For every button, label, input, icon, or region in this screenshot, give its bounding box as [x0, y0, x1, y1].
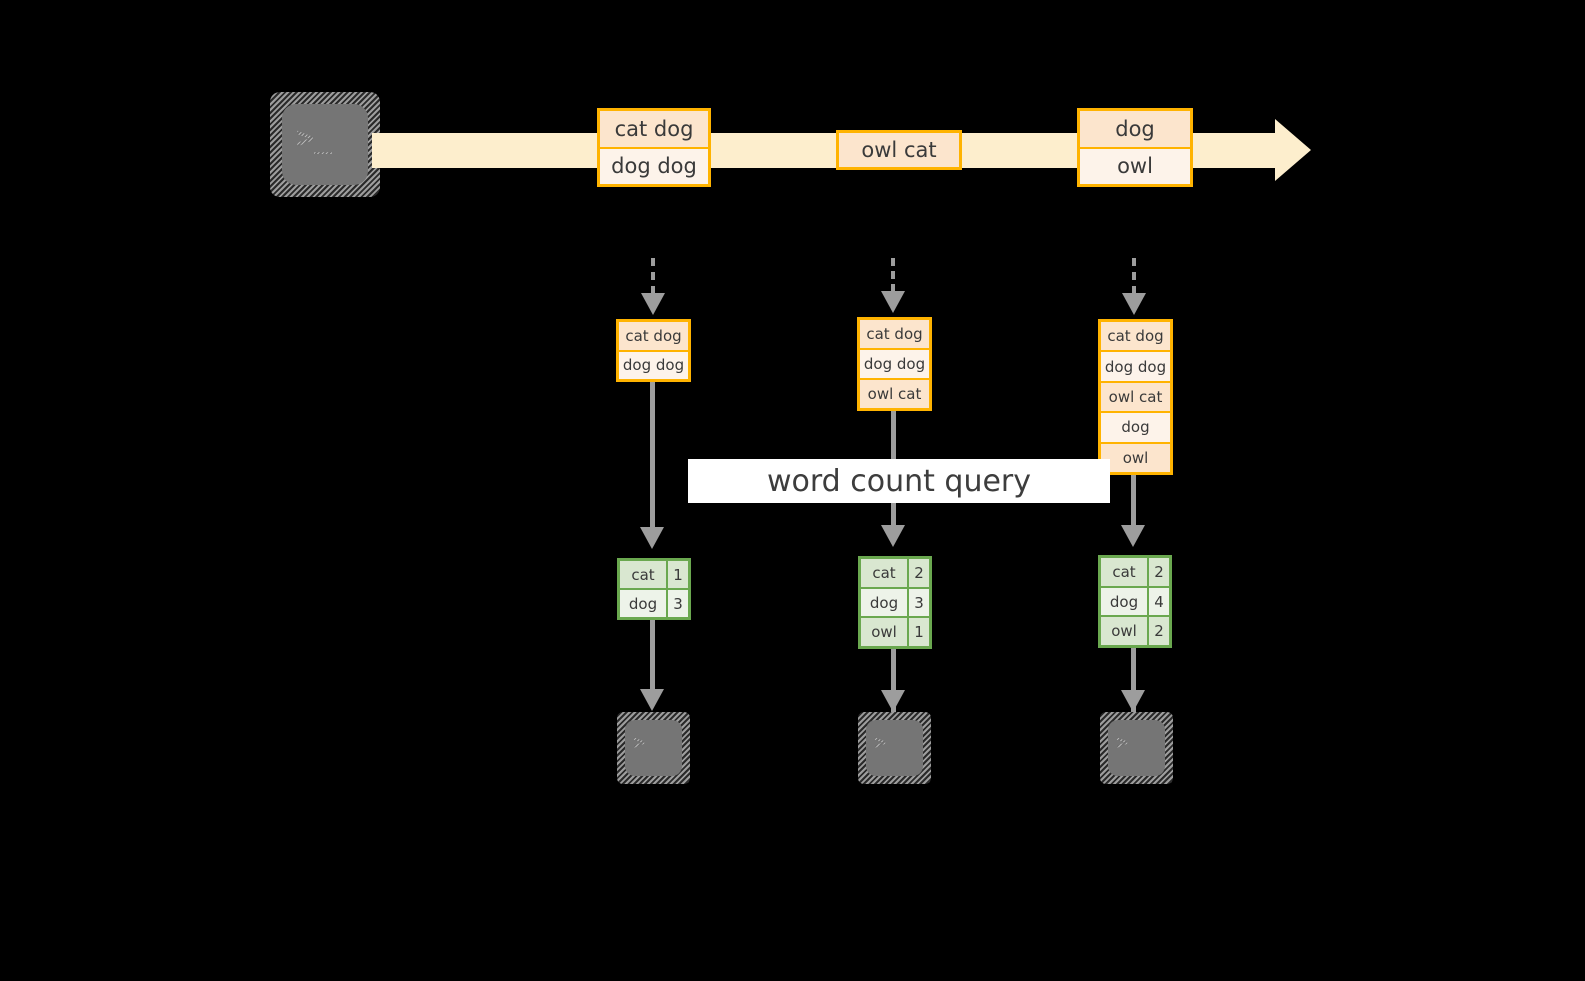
stream-record-line: dog	[1080, 111, 1190, 149]
table-cell-word: dog	[620, 590, 668, 617]
snapshot-1-query-arrowhead	[640, 527, 664, 549]
snapshot-1-sink-arrowhead	[640, 689, 664, 711]
snapshot-2-sink-arrowhead	[881, 690, 905, 712]
snapshot-2-tap-arrowhead	[881, 291, 905, 313]
snapshot-2-result-table: cat 2 dog 3 owl 1	[858, 556, 932, 649]
table-row: owl 2	[1101, 617, 1169, 646]
snapshot-input-line: owl	[1101, 443, 1170, 473]
stream-record-1: cat dog dog dog	[597, 108, 711, 187]
snapshot-2-input-box: cat dog dog dog owl cat	[857, 317, 932, 411]
table-cell-count: 4	[1149, 587, 1169, 616]
snapshot-1-tap-line	[651, 258, 655, 294]
snapshot-3-sink-line	[1131, 648, 1136, 720]
table-cell-word: cat	[861, 559, 909, 587]
table-cell-word: owl	[1101, 617, 1149, 646]
snapshot-input-line: cat dog	[860, 320, 929, 350]
snapshot-input-line: cat dog	[1101, 322, 1170, 353]
snapshot-3-sink-arrowhead	[1121, 690, 1145, 712]
snapshot-3-query-arrowhead	[1121, 525, 1145, 547]
table-cell-count: 1	[914, 623, 924, 642]
terminal-prompt-glyph: >_	[1116, 730, 1141, 754]
stream-record-line: cat dog	[600, 111, 708, 149]
terminal-screen	[282, 104, 368, 185]
snapshot-1-result-table: cat 1 dog 3	[617, 558, 691, 620]
terminal-screen	[625, 720, 682, 776]
snapshot-1-input-box: cat dog dog dog	[616, 319, 691, 382]
table-row: cat 2	[861, 559, 929, 589]
snapshot-input-line: dog	[1101, 413, 1170, 444]
table-cell-word: dog	[861, 588, 909, 617]
table-cell-word: cat	[620, 561, 668, 588]
terminal-prompt-glyph: >_	[296, 121, 333, 156]
stream-record-line: owl	[1080, 148, 1190, 184]
terminal-prompt-glyph: >_	[874, 730, 899, 754]
snapshot-3-result-table: cat 2 dog 4 owl 2	[1098, 555, 1172, 648]
terminal-screen	[1108, 720, 1165, 776]
snapshot-3-sink-terminal-icon: >_	[1100, 712, 1173, 784]
snapshot-input-line: owl cat	[1101, 382, 1170, 414]
table-cell-word: cat	[1101, 558, 1149, 586]
snapshot-3-input-box: cat dog dog dog owl cat dog owl	[1098, 319, 1173, 475]
table-cell-count: 2	[1154, 562, 1164, 581]
table-row: cat 2	[1101, 558, 1169, 588]
table-row: dog 3	[620, 590, 688, 617]
table-row: owl 1	[861, 618, 929, 647]
snapshot-3-query-line	[1131, 475, 1136, 526]
snapshot-1-tap-arrowhead	[641, 293, 665, 315]
source-terminal-icon: >_	[270, 92, 380, 197]
snapshot-1-sink-line	[650, 620, 655, 690]
stream-record-line: owl cat	[839, 133, 959, 167]
snapshot-input-line: cat dog	[619, 322, 688, 352]
table-row: dog 4	[1101, 587, 1169, 618]
table-row: cat 1	[620, 561, 688, 590]
snapshot-2-query-arrowhead	[881, 525, 905, 547]
snapshot-2-sink-line	[891, 649, 896, 719]
snapshot-1-sink-terminal-icon: >_	[617, 712, 690, 784]
table-cell-word: dog	[1101, 587, 1149, 616]
table-cell-count: 2	[1154, 622, 1164, 641]
terminal-screen	[866, 720, 923, 776]
snapshot-input-line: owl cat	[860, 380, 929, 408]
table-cell-word: owl	[861, 618, 909, 647]
snapshot-2-tap-line	[891, 258, 895, 292]
stream-arrow-head	[1275, 119, 1311, 181]
stream-record-2: owl cat	[836, 130, 962, 170]
snapshot-input-line: dog dog	[860, 350, 929, 380]
table-cell-count: 3	[668, 590, 688, 617]
stream-record-3: dog owl	[1077, 108, 1193, 187]
table-cell-count: 3	[909, 588, 929, 617]
snapshot-1-query-line	[650, 382, 655, 528]
snapshot-input-line: dog dog	[1101, 352, 1170, 383]
snapshot-2-sink-terminal-icon: >_	[858, 712, 931, 784]
snapshot-3-tap-line	[1132, 258, 1136, 294]
query-label-band: word count query	[688, 459, 1110, 503]
terminal-prompt-glyph: >_	[633, 730, 658, 754]
snapshot-3-tap-arrowhead	[1122, 293, 1146, 315]
table-cell-count: 2	[914, 563, 924, 582]
stream-record-line: dog dog	[600, 148, 708, 184]
snapshot-input-line: dog dog	[619, 351, 688, 379]
table-cell-count: 1	[673, 565, 683, 584]
table-row: dog 3	[861, 588, 929, 619]
